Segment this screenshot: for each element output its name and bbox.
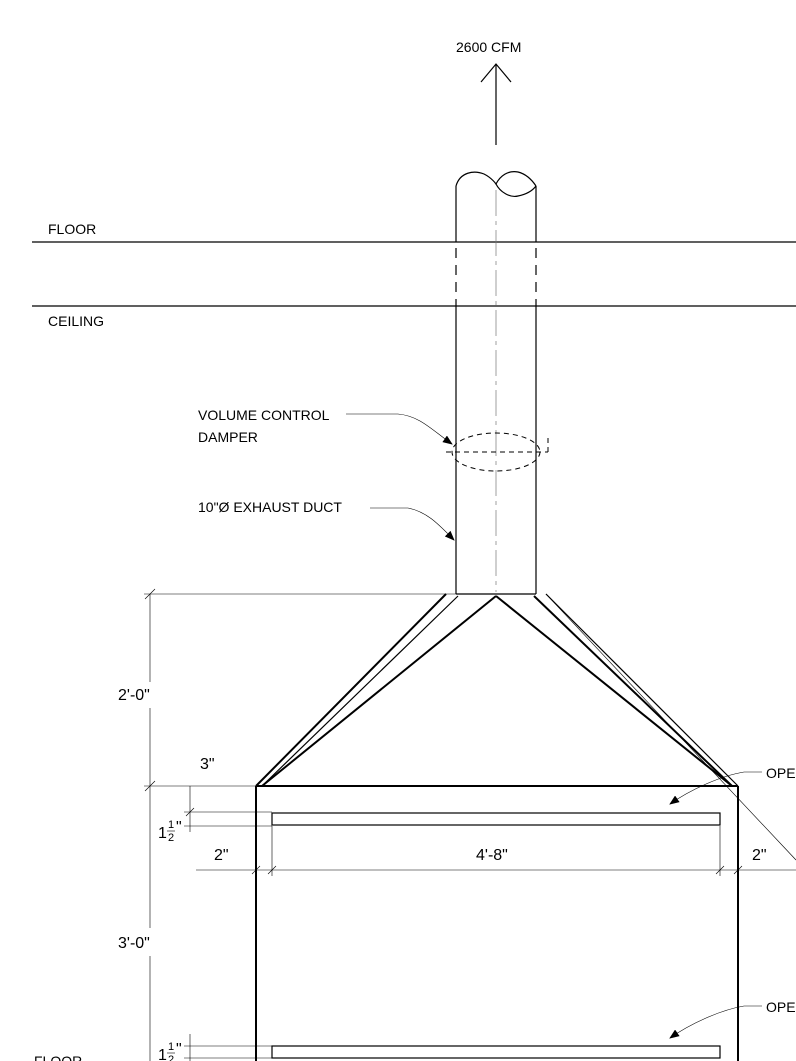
hood-right-inner — [533, 595, 733, 787]
dim-tick-box-right — [733, 865, 743, 875]
dim-slot-lower-num: 1 — [168, 1041, 174, 1053]
dim-box-height: 3'-0" — [118, 935, 150, 952]
slot-lower — [271, 1045, 721, 1059]
damper-callout-line2: DAMPER — [198, 429, 258, 445]
hood-left-extension — [419, 593, 447, 621]
airflow-arrow-head — [480, 63, 512, 83]
duct-callout: 10"Ø EXHAUST DUCT — [198, 499, 342, 515]
airflow-label: 2600 CFM — [456, 39, 521, 55]
dim-slot-lower-unit: " — [176, 1041, 182, 1058]
hood-left-fold — [261, 595, 497, 787]
duct-break-symbol — [455, 171, 537, 187]
duct-leader — [370, 507, 455, 541]
dim-slot-lower-whole: 1 — [158, 1047, 167, 1061]
hood-right-outer — [545, 593, 739, 787]
dim-left-margin: 2" — [214, 847, 229, 864]
floor-label-top: FLOOR — [48, 221, 96, 237]
dim-top-offset: 3" — [200, 756, 215, 773]
hood-right-extension — [545, 593, 796, 861]
dim-slot-upper-den: 2 — [168, 832, 174, 844]
dim-slot-upper-num: 1 — [168, 819, 174, 831]
opening-callout-lower: OPE — [766, 999, 796, 1015]
dim-tick-hood — [144, 780, 156, 792]
opening-leader-lower — [669, 1005, 762, 1039]
ceiling-label: CEILING — [48, 313, 104, 329]
dim-right-margin: 2" — [752, 847, 767, 864]
dim-tick-top — [144, 588, 156, 600]
opening-leader-upper — [669, 771, 762, 805]
dim-tick-box-left — [251, 865, 261, 875]
dim-slot-upper-unit: " — [176, 819, 182, 836]
damper-callout-line1: VOLUME CONTROL — [198, 407, 330, 423]
duct-break-inner — [495, 183, 537, 197]
hood-left-inner — [261, 595, 459, 787]
dim-slot-width: 4'-8" — [476, 847, 508, 864]
dim-offset-tick — [185, 807, 195, 817]
dim-tick-slot-right — [715, 865, 725, 875]
dim-hood-height: 2'-0" — [118, 687, 150, 704]
damper-leader — [346, 413, 453, 445]
hood-right-fold — [495, 595, 733, 787]
hood-left-outer — [255, 593, 447, 787]
dim-slot-lower-den: 2 — [168, 1054, 174, 1061]
slot-upper — [271, 812, 721, 826]
floor-label-bottom: FLOOR — [34, 1053, 82, 1061]
opening-callout-upper: OPE — [766, 765, 796, 781]
dim-tick-slot-left — [267, 865, 277, 875]
dim-slot-upper-whole: 1 — [158, 825, 167, 842]
